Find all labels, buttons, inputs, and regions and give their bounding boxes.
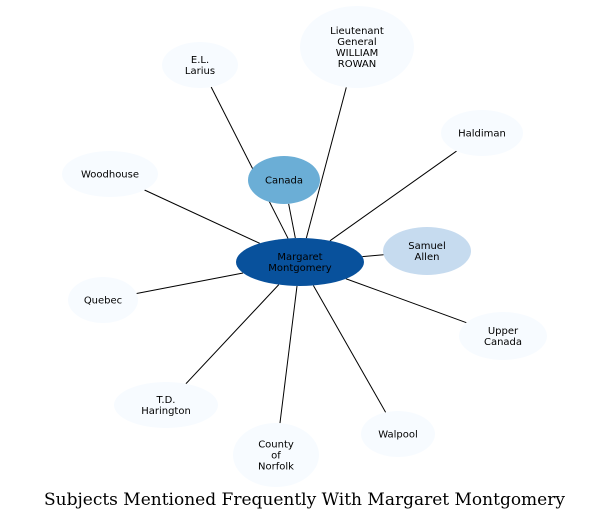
edge-el-larius <box>210 86 289 239</box>
node-montgomery-label: Margaret <box>277 252 322 263</box>
node-lt-gen-rowan-label: WILLIAM <box>336 48 378 59</box>
node-el-larius-label: E.L. <box>191 55 209 66</box>
node-quebec: Quebec <box>68 277 138 323</box>
node-el-larius: E.L.Larius <box>162 42 238 88</box>
node-county-of-norfolk-shape <box>233 423 319 487</box>
node-walpool-shape <box>361 411 435 457</box>
node-td-harington-label: T.D. <box>156 395 176 406</box>
node-lt-gen-rowan-label: ROWAN <box>338 59 376 70</box>
node-canada-label: Canada <box>265 176 303 187</box>
node-woodhouse-shape <box>62 151 158 197</box>
node-montgomery-label: Montgomery <box>268 263 331 274</box>
node-td-harington-label: Harington <box>141 406 191 417</box>
node-el-larius-shape <box>162 42 238 88</box>
node-quebec-shape <box>68 277 138 323</box>
node-samuel-allen-shape <box>383 227 471 275</box>
edge-woodhouse <box>144 189 260 244</box>
edge-canada <box>288 203 296 239</box>
node-haldiman: Haldiman <box>441 110 523 156</box>
edge-walpool <box>312 285 387 413</box>
graph-caption: Subjects Mentioned Frequently With Marga… <box>44 490 565 510</box>
node-lt-gen-rowan-label: General <box>337 37 376 48</box>
node-upper-canada-label: Canada <box>484 337 522 348</box>
node-county-of-norfolk-label: of <box>271 451 281 462</box>
node-el-larius-label: Larius <box>185 66 215 77</box>
node-haldiman-shape <box>441 110 523 156</box>
node-walpool: Walpool <box>361 411 435 457</box>
node-quebec-label: Quebec <box>84 296 122 307</box>
node-canada: Canada <box>248 156 320 204</box>
node-haldiman-label: Haldiman <box>458 129 506 140</box>
node-canada-shape <box>248 156 320 204</box>
node-td-harington: T.D.Harington <box>114 382 218 428</box>
edge-haldiman <box>329 150 457 242</box>
node-upper-canada-shape <box>459 312 547 360</box>
node-county-of-norfolk-label: County <box>258 440 294 451</box>
node-woodhouse: Woodhouse <box>62 151 158 197</box>
edge-county-of-norfolk <box>279 285 298 424</box>
node-walpool-label: Walpool <box>378 430 418 441</box>
node-lt-gen-rowan-label: Lieutenant <box>330 26 384 37</box>
edge-lt-gen-rowan <box>305 87 347 239</box>
node-samuel-allen-label: Samuel <box>408 241 446 252</box>
node-samuel-allen-label: Allen <box>415 252 440 263</box>
edge-td-harington <box>185 284 280 385</box>
node-montgomery-shape <box>236 238 364 286</box>
edge-upper-canada <box>345 278 467 324</box>
edge-samuel-allen <box>362 254 384 258</box>
node-county-of-norfolk-label: Norfolk <box>258 462 294 473</box>
edge-quebec <box>136 272 244 295</box>
graph-edges <box>136 86 467 424</box>
node-woodhouse-label: Woodhouse <box>81 170 139 181</box>
node-td-harington-shape <box>114 382 218 428</box>
node-lt-gen-rowan-shape <box>300 6 414 88</box>
node-upper-canada-label: Upper <box>488 326 519 337</box>
